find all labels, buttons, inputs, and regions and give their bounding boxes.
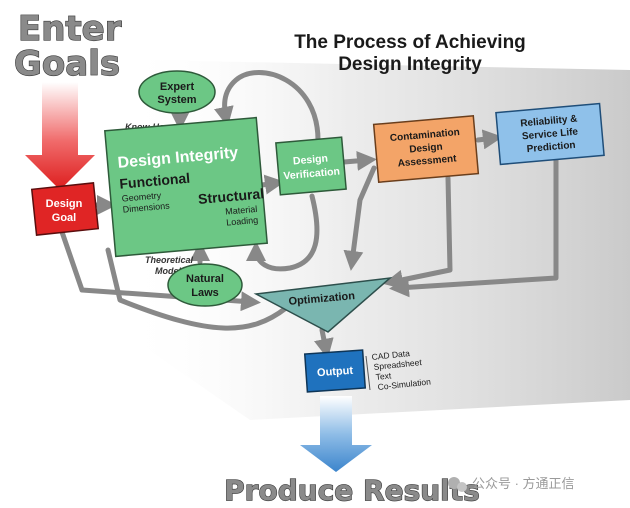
optimization-label: Optimization — [288, 290, 356, 308]
design-verification-line2: Verification — [283, 166, 340, 183]
connector-contamination-to-reliability — [475, 129, 503, 150]
title-line1: The Process of Achieving — [294, 32, 526, 53]
enter-goals-line1: Enter — [18, 9, 122, 49]
watermark-text: 公众号 · 方通正信 — [472, 476, 575, 491]
connector-optimization-to-output — [314, 327, 334, 359]
connector-reliability-to-optimization — [389, 157, 559, 298]
expert-system-line1: Expert — [160, 81, 195, 93]
output-label: Output — [317, 365, 354, 380]
functional-item-geometry: Geometry — [121, 190, 162, 203]
design-goal-line1: Design — [46, 198, 83, 210]
structural-label: Structural — [197, 185, 264, 207]
connector-verification-to-contamination — [341, 150, 377, 171]
reliability-box[interactable]: Reliability & Service Life Prediction — [495, 102, 605, 166]
design-verification-line1: Design — [293, 153, 329, 168]
natural-laws-oval[interactable]: Natural Laws — [167, 263, 243, 307]
contamination-line3: Assessment — [397, 153, 457, 169]
loop-top — [214, 70, 321, 143]
enter-goals-arrow — [25, 82, 95, 190]
functional-label: Functional — [119, 170, 191, 192]
natural-laws-line2: Laws — [191, 287, 219, 299]
theoretical-model-line2: Model — [155, 266, 181, 276]
optimization-triangle[interactable]: Optimization — [253, 276, 393, 333]
design-integrity-box[interactable]: Design Integrity Functional Geometry Dim… — [103, 116, 269, 258]
contamination-assessment-box[interactable]: Contamination Design Assessment — [372, 114, 480, 184]
output-item-text: Text — [375, 370, 392, 382]
contamination-line2: Design — [409, 142, 443, 156]
connector-integrity-to-verification — [259, 174, 285, 195]
theoretical-model-line1: Theoretical — [145, 255, 194, 265]
output-item-cad-data: CAD Data — [371, 348, 410, 362]
expert-system-oval[interactable]: Expert System — [138, 70, 216, 114]
structural-item-material: Material — [225, 204, 258, 217]
enter-goals-line2: Goals — [14, 44, 120, 84]
reliability-line3: Prediction — [526, 140, 576, 155]
reliability-line2: Service Life — [522, 127, 579, 143]
structural-item-loading: Loading — [226, 215, 259, 228]
loop-bottom — [246, 193, 320, 272]
title-line2: Design Integrity — [338, 54, 482, 75]
design-goal-line2: Goal — [52, 212, 76, 224]
produce-results-heading: Produce Results — [224, 474, 480, 507]
watermark: 公众号 · 方通正信 — [448, 476, 575, 492]
expert-system-line2: System — [157, 94, 196, 106]
reliability-line1: Reliability & — [520, 114, 578, 130]
natural-laws-line1: Natural — [186, 273, 224, 285]
output-box[interactable]: Output — [303, 349, 367, 393]
connector-verification-to-optimization — [343, 165, 377, 271]
design-goal-box[interactable]: Design Goal — [30, 182, 100, 236]
connector-contamination-to-optimization — [383, 175, 453, 290]
produce-results-arrow — [300, 396, 372, 472]
functional-item-dimensions: Dimensions — [122, 200, 170, 214]
connector-optimization-back — [105, 247, 289, 331]
design-verification-box[interactable]: Design Verification — [275, 136, 347, 196]
